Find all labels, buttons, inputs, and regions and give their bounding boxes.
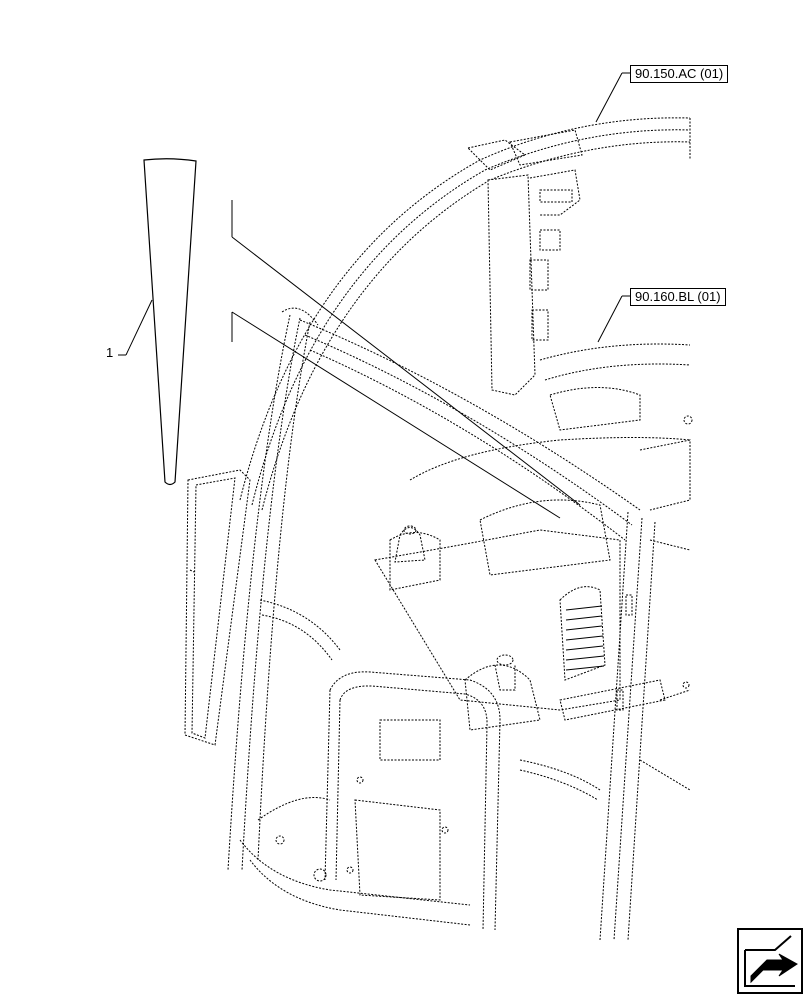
right-pillar — [599, 511, 656, 941]
item-number-label: 1 — [106, 345, 114, 360]
decal-shape — [143, 158, 197, 486]
floor-base — [239, 797, 471, 926]
side-handle — [184, 469, 251, 746]
console — [374, 343, 691, 711]
arrow-next-page-icon — [744, 935, 798, 987]
reference-callout-console[interactable]: 90.160.BL (01) — [630, 288, 726, 306]
door-frame — [324, 671, 501, 931]
reference-callout-roof[interactable]: 90.150.AC (01) — [630, 65, 729, 83]
next-page-button[interactable] — [737, 928, 803, 994]
joystick-left — [394, 525, 426, 563]
reference-leaders — [595, 72, 630, 343]
cross-beam — [299, 319, 641, 541]
vent-grille — [565, 605, 605, 671]
joystick-right — [464, 654, 541, 731]
leader-lines — [118, 200, 581, 519]
rear-details — [559, 415, 693, 721]
left-pillar — [227, 307, 319, 871]
roof-arch — [239, 117, 691, 511]
upper-post — [466, 129, 583, 396]
